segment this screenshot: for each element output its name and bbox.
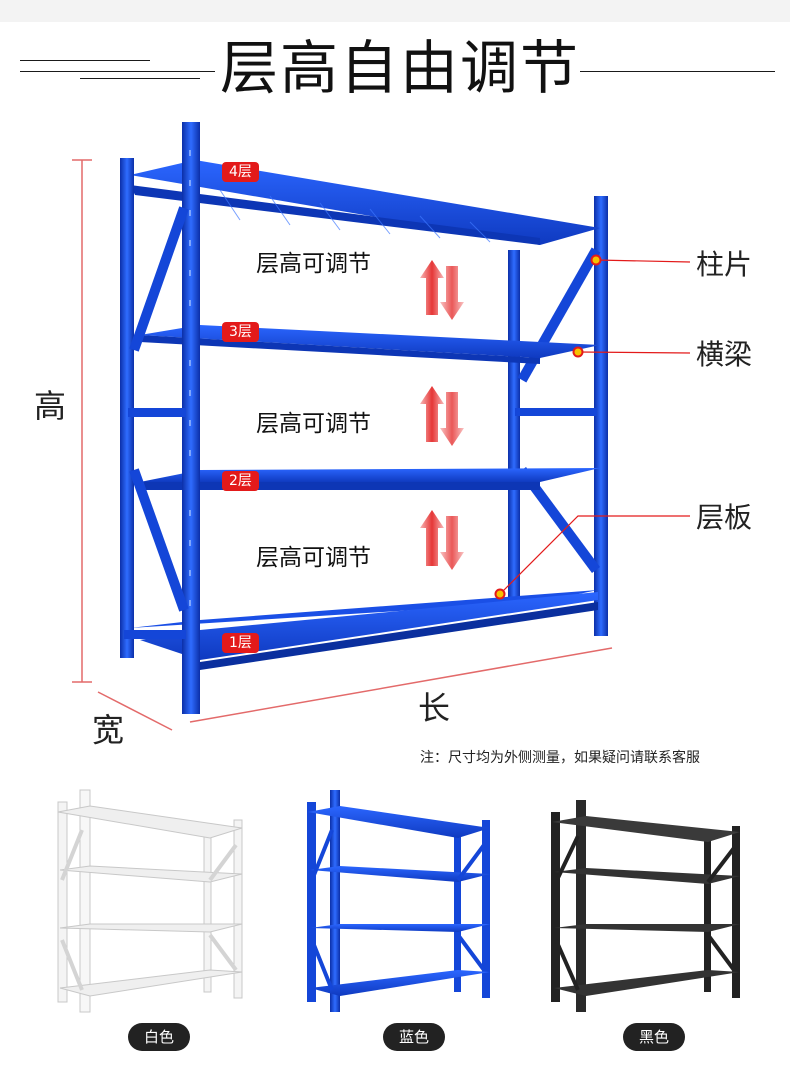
- page-title: 层高自由调节: [219, 34, 580, 102]
- dimension-length-label: 长: [418, 689, 451, 727]
- top-strip: [0, 0, 790, 22]
- length-dimension-line: [189, 647, 613, 723]
- variant-label-blue: 蓝色: [383, 1023, 445, 1051]
- layer-badge-1: 1层: [222, 633, 259, 653]
- adjust-label-2: 层高可调节: [256, 411, 371, 437]
- adjust-arrow-3: [420, 510, 464, 570]
- layer-badge-2: 2层: [222, 471, 259, 491]
- dimension-height-label: 高: [34, 387, 67, 425]
- measurement-note: 注：尺寸均为外侧测量，如果疑问请联系客服: [420, 750, 700, 766]
- variant-label-black: 黑色: [623, 1023, 685, 1051]
- width-dimension-line: [97, 691, 173, 731]
- height-dimension-line: [72, 159, 92, 683]
- variant-label-white: 白色: [128, 1023, 190, 1051]
- title-line-right: [580, 71, 775, 72]
- variant-white-rack: [57, 789, 243, 1013]
- adjust-label-1: 层高可调节: [256, 251, 371, 277]
- dimension-width-label: 宽: [92, 711, 125, 749]
- title-line-left-2: [20, 71, 215, 72]
- variant-blue-rack: [307, 790, 490, 1012]
- title-line-left-3: [80, 78, 200, 79]
- layer-badge-4: 4层: [222, 162, 259, 182]
- callout-beam: 横梁: [696, 338, 753, 371]
- layer-badge-3: 3层: [222, 322, 259, 342]
- adjust-arrow-1: [420, 260, 464, 320]
- variant-black-rack: [551, 800, 740, 1012]
- callout-column: 柱片: [696, 248, 753, 281]
- title-line-left-1: [20, 60, 150, 61]
- adjust-arrow-2: [420, 386, 464, 446]
- adjust-label-3: 层高可调节: [256, 545, 371, 571]
- callout-shelf: 层板: [696, 501, 753, 534]
